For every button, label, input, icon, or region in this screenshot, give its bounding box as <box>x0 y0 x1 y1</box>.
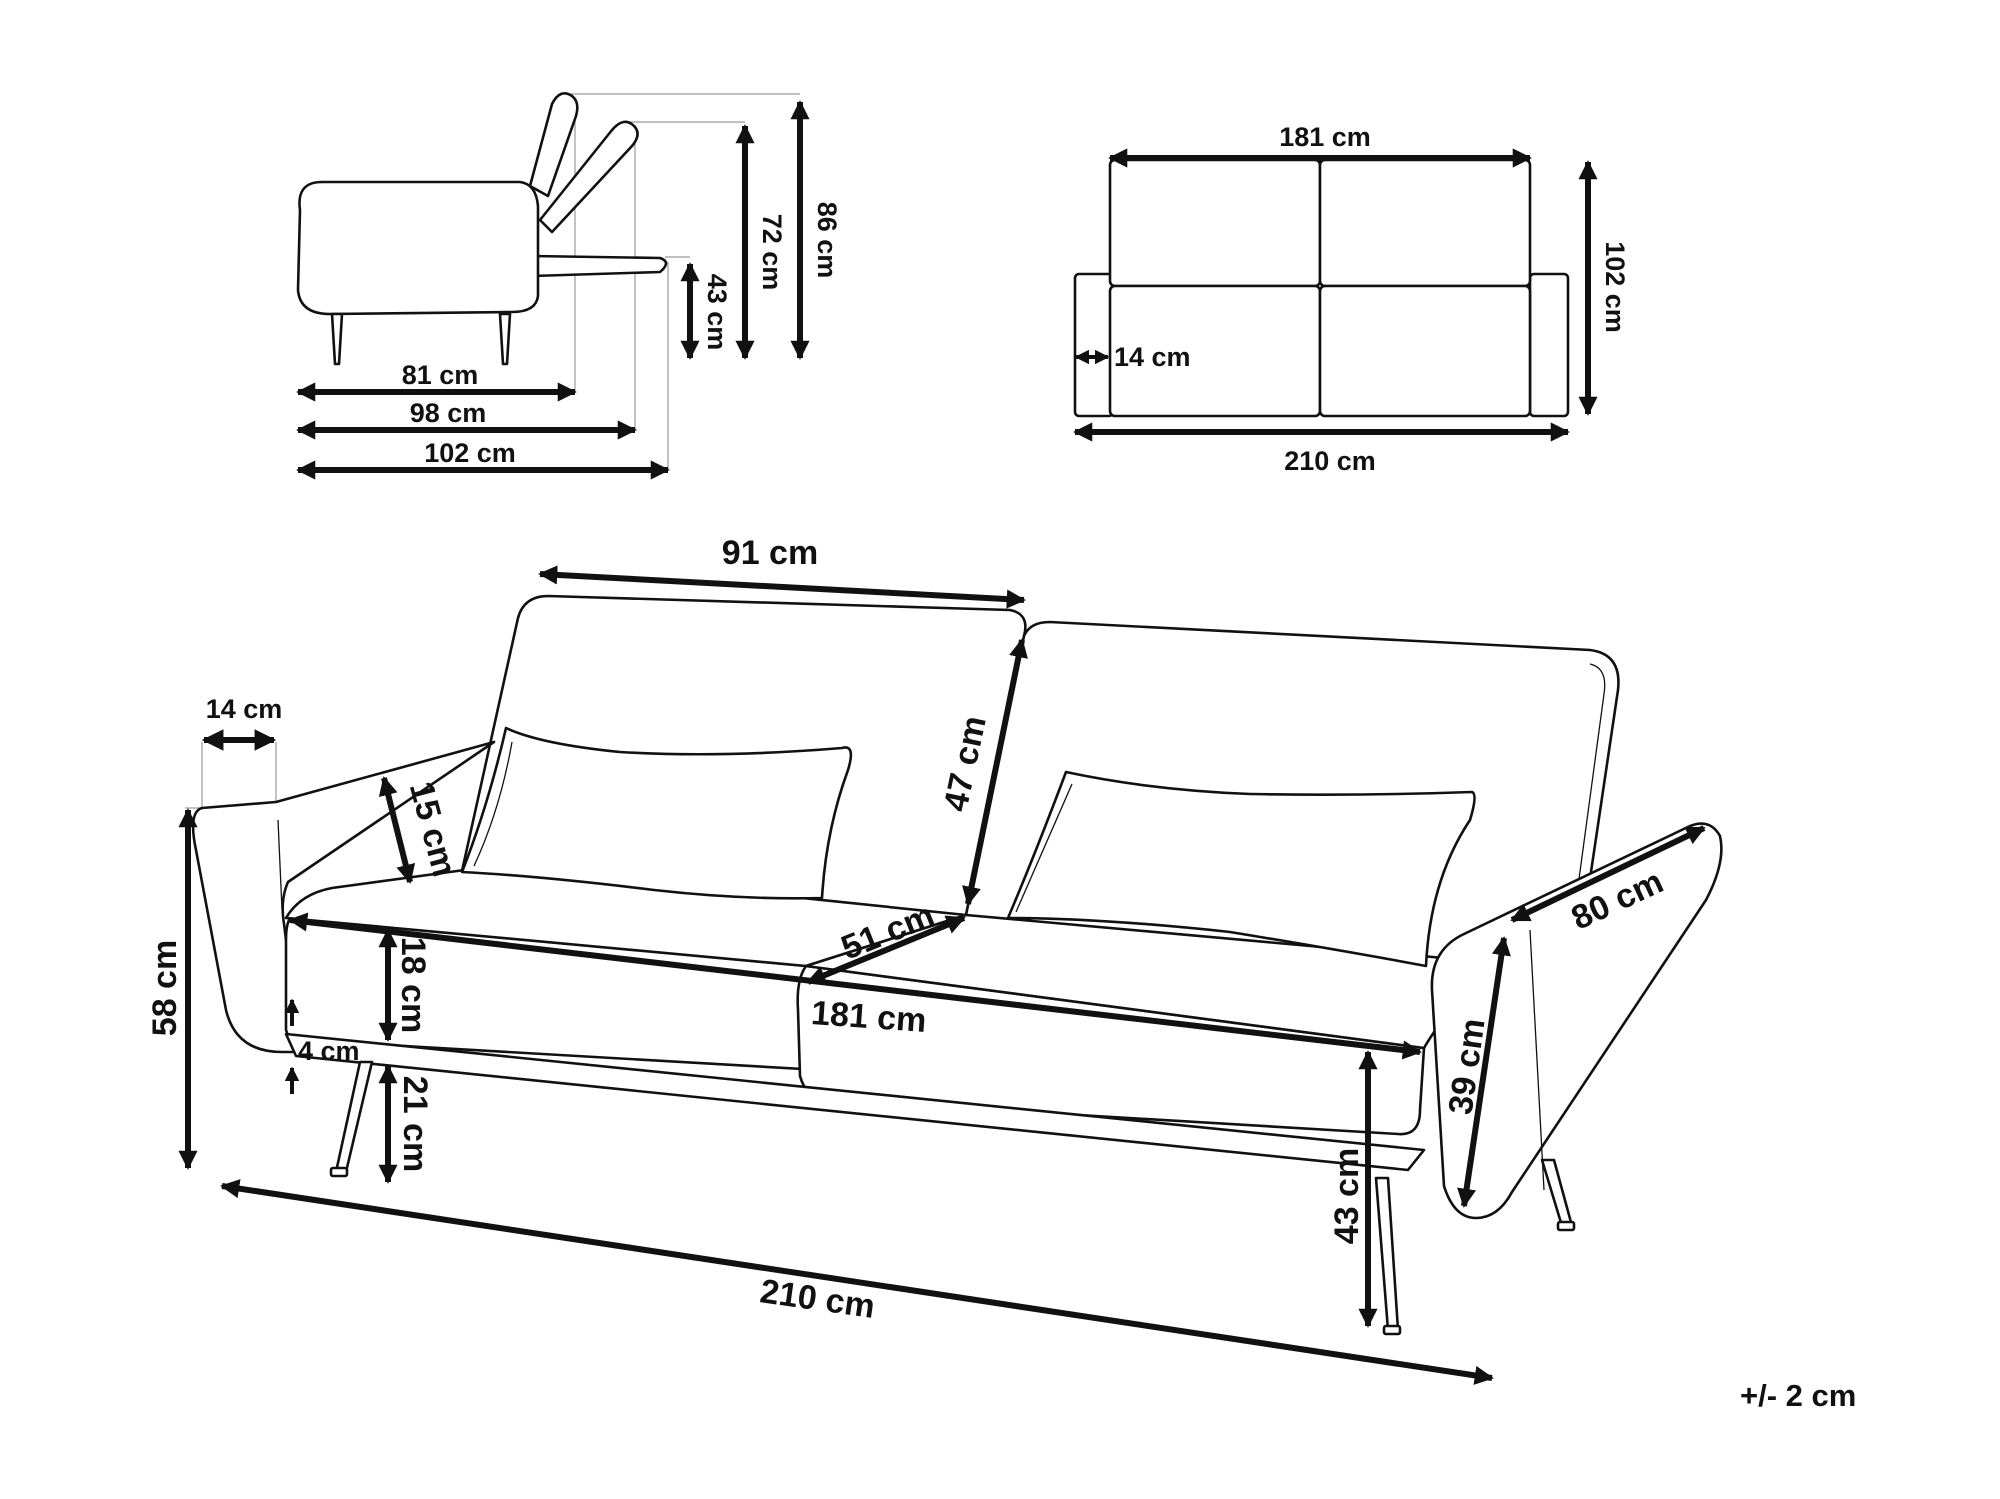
top-seat-cushion-right <box>1318 284 1532 418</box>
top-view: 181 cm 102 cm 14 cm 210 cm <box>1073 122 1630 476</box>
top-back-cushion-left <box>1108 158 1322 288</box>
top-width-181-label: 181 cm <box>1279 122 1371 152</box>
armrest-15-label: 15 cm <box>402 778 464 881</box>
leg-back-right <box>1540 1158 1574 1228</box>
side-backrest-upright <box>528 92 579 198</box>
leg-front-right <box>1374 1176 1400 1332</box>
side-view: 86 cm 72 cm 43 cm 81 cm 98 cm 102 cm <box>296 92 842 480</box>
tolerance-note: +/- 2 cm <box>1740 1378 1856 1413</box>
side-bed-flat <box>530 254 668 278</box>
armrest-width-14-label: 14 cm <box>206 694 283 724</box>
seat-width-181-label: 181 cm <box>810 994 928 1040</box>
side-depth-81-label: 81 cm <box>402 360 479 390</box>
seat-height-43-label: 43 cm <box>1328 1148 1366 1244</box>
perspective-view: 91 cm 14 cm 15 cm 58 cm 18 cm 4 cm 21 cm… <box>146 534 1723 1385</box>
top-armrest-right <box>1528 272 1570 418</box>
base-4-label: 4 cm <box>298 1036 360 1066</box>
total-height-58-label: 58 cm <box>146 940 184 1036</box>
leg-height-21-label: 21 cm <box>396 1076 434 1172</box>
side-depth-102-label: 102 cm <box>424 438 516 468</box>
side-leg-front <box>330 312 344 366</box>
top-depth-102-label: 102 cm <box>1600 241 1630 333</box>
seat-thickness-18-label: 18 cm <box>394 937 432 1033</box>
pillow-left <box>460 726 853 900</box>
top-back-cushion-right <box>1318 158 1532 288</box>
side-height-86-label: 86 cm <box>812 202 842 279</box>
top-width-210-label: 210 cm <box>1284 446 1376 476</box>
side-seat-body <box>296 180 540 316</box>
top-armrest-left <box>1073 272 1115 418</box>
backrest-width-91-label: 91 cm <box>722 534 818 572</box>
side-depth-98-label: 98 cm <box>410 398 487 428</box>
leg-front-left <box>334 1060 374 1174</box>
top-armrest-14-label: 14 cm <box>1114 342 1191 372</box>
side-leg-back <box>498 312 512 366</box>
side-backrest-reclined <box>538 120 639 234</box>
side-height-43-label: 43 cm <box>702 274 732 351</box>
side-height-72-label: 72 cm <box>757 214 787 291</box>
